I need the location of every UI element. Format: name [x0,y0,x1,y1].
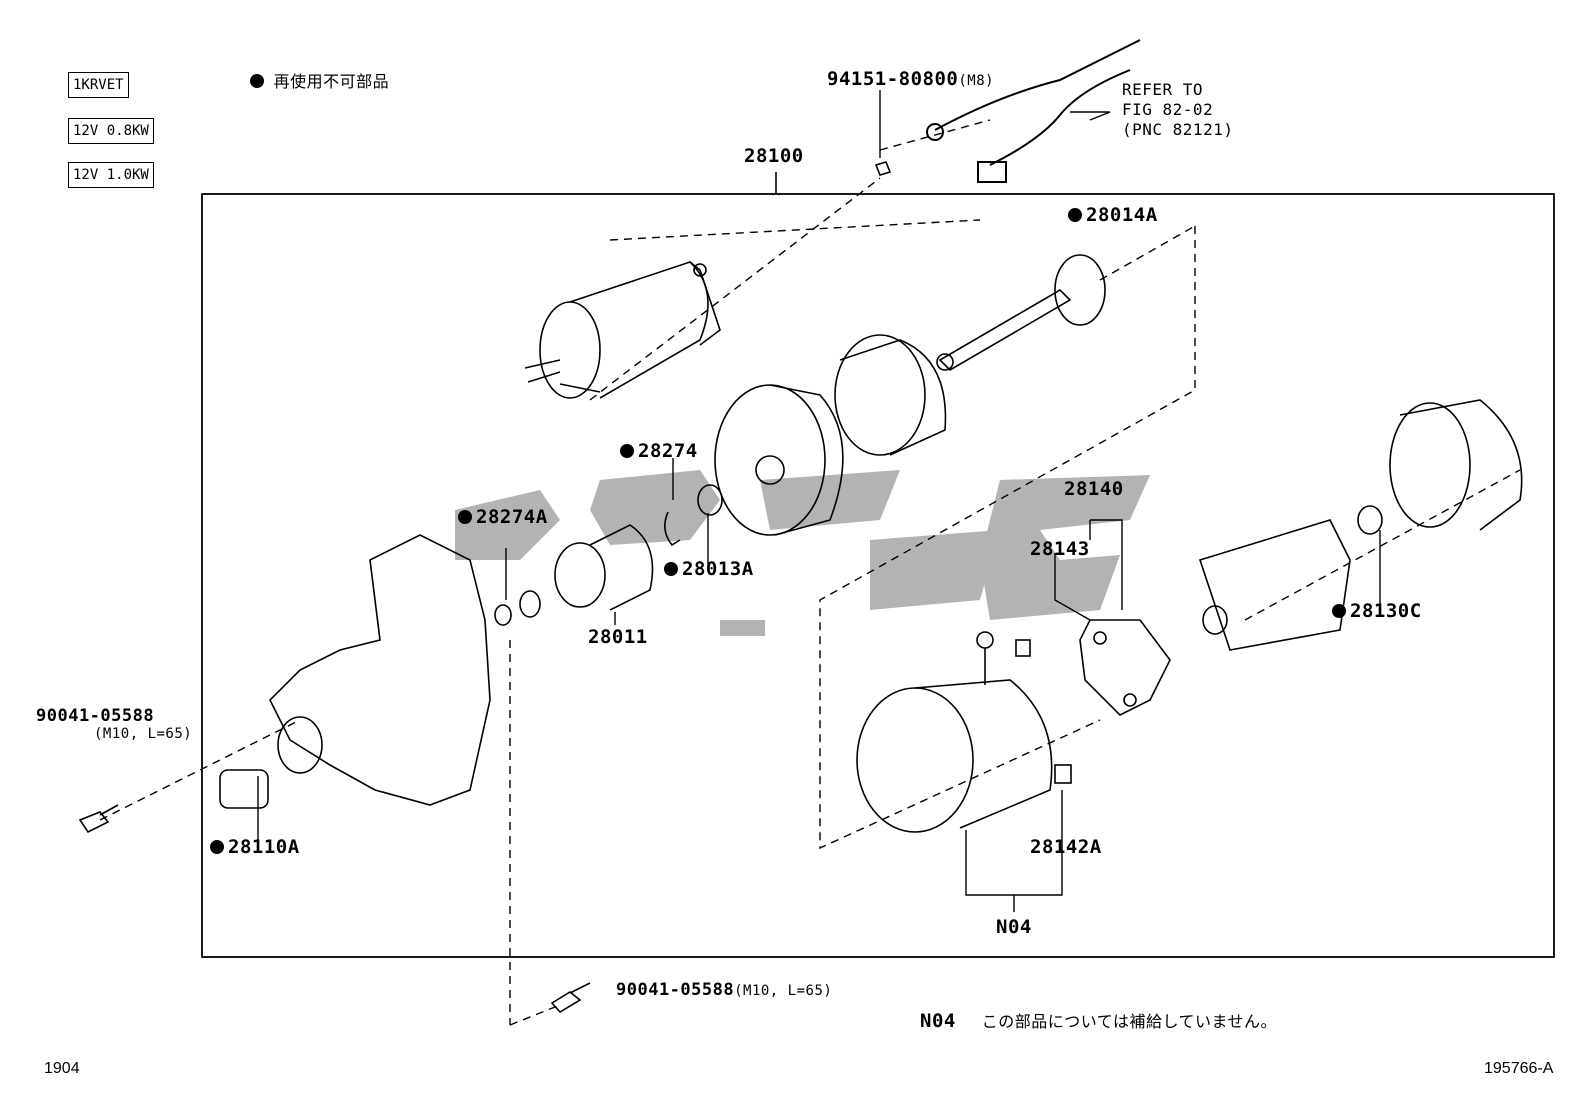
non-reusable-marker-icon [1068,208,1082,222]
footer-drawing-number: 195766-A [1484,1060,1554,1077]
part-label-28143[interactable]: 28143 [1030,538,1090,560]
part-label-28140[interactable]: 28140 [1064,478,1124,500]
bolt-top-drawing [874,161,892,176]
small-rings-drawing [494,484,723,626]
brush-holder-drawing [1079,619,1171,716]
armature-drawing [1198,505,1383,651]
refer-line-2: FIG 82-02 [1122,100,1214,119]
spec-box-08kw: 12V 0.8KW [68,118,154,144]
refer-line-3: (PNC 82121) [1122,120,1234,139]
end-cover-drawing [1389,399,1523,531]
shaft-drawing [936,254,1106,372]
part-label-94151-80800[interactable]: 94151-80800(M8) [827,68,994,90]
legend-text: 再使用不可部品 [273,72,390,91]
part-label-28013A[interactable]: 28013A [664,558,754,580]
dashed-leaders [99,119,1521,1026]
part-number: 28014A [1086,204,1158,226]
non-reusable-marker-icon [210,840,224,854]
legend-non-reusable: 再使用不可部品 [250,68,389,92]
part-note: (M10, L=65) [734,983,833,999]
footnote: N04 この部品については補給していません。 [920,1008,1277,1032]
part-number: 90041-05588 [616,980,735,1000]
part-label-28100[interactable]: 28100 [744,145,804,167]
footer-left-code: 1904 [44,1060,80,1077]
clutch-pinion-drawing [554,524,654,611]
part-label-28274A[interactable]: 28274A [458,506,548,528]
part-label-28014A[interactable]: 28014A [1068,204,1158,226]
watermark-logo [455,470,1150,636]
part-number: 94151-80800 [827,68,959,90]
part-number: 28274 [638,440,698,462]
bolt-left-drawing [78,804,119,834]
part-number: 28274A [476,506,548,528]
part-label-N04[interactable]: N04 [996,916,1032,938]
spec-box-10kw: 12V 1.0KW [68,162,154,188]
solenoid-drawing [524,261,721,399]
part-label-90041-05588-left[interactable]: 90041-05588 (M10, L=65) [36,706,192,742]
non-reusable-marker-icon [620,444,634,458]
part-label-28011[interactable]: 28011 [588,626,648,648]
housing-center-drawing [714,384,844,536]
bolt-bottom-drawing [550,982,591,1014]
part-label-28130C[interactable]: 28130C [1332,600,1422,622]
part-label-28142A[interactable]: 28142A [1030,836,1102,858]
part-number: 28110A [228,836,300,858]
non-reusable-marker-icon [1332,604,1346,618]
part-note: (M10, L=65) [94,726,193,742]
part-number: 28130C [1350,600,1422,622]
yoke-drawing [856,631,1072,833]
refer-line-1: REFER TO [1122,80,1204,99]
internal-gear-drawing [834,334,947,456]
part-note: (M8) [958,73,995,89]
part-number: 90041-05588 [36,706,155,726]
part-label-90041-05588-bottom[interactable]: 90041-05588(M10, L=65) [616,980,832,1000]
non-reusable-marker-icon [458,510,472,524]
spec-box-engine: 1KRVET [68,72,129,98]
part-label-28274[interactable]: 28274 [620,440,698,462]
non-reusable-marker-icon [250,74,264,88]
footnote-code: N04 [920,1010,956,1032]
part-label-28110A[interactable]: 28110A [210,836,300,858]
refer-note[interactable]: REFER TO FIG 82-02 (PNC 82121) [1122,80,1233,140]
solid-leaders [257,90,1381,912]
non-reusable-marker-icon [664,562,678,576]
footnote-text: この部品については補給していません。 [981,1012,1278,1031]
wire-harness-drawing [926,39,1141,183]
drive-housing-drawing [219,534,491,809]
assembly-frame [201,193,1555,958]
part-number: 28013A [682,558,754,580]
